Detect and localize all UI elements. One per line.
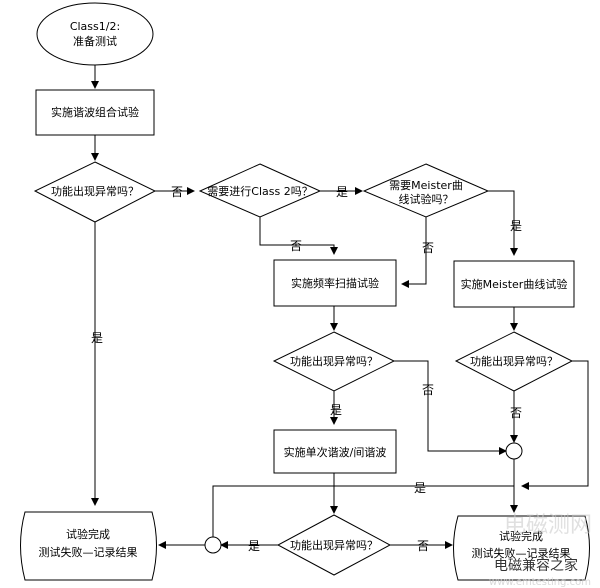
need-meister-decision: 需要Meister曲 线试验吗？ [362, 163, 490, 218]
single-harmonic-node: 实施单次谐波/间谐波 [273, 429, 397, 474]
abnormal-decision-2-label: 功能出现异常吗？ [290, 354, 378, 368]
start-node-line1: Class1/2: [70, 20, 120, 33]
end-node-right: 试验完成 测试失败—记录结果 [453, 515, 590, 581]
abnormal-decision-4-label: 功能出现异常吗？ [290, 538, 378, 552]
end-left-line1: 试验完成 [66, 527, 110, 541]
label-abnormal3-yes: 是 [414, 481, 426, 495]
label-class2-yes: 是 [336, 185, 348, 199]
edge-meister-no [401, 217, 427, 288]
end-node-left: 试验完成 测试失败—记录结果 [20, 511, 157, 581]
watermark-source: 电磁兼容之家 [494, 557, 578, 574]
freq-sweep-node: 实施频率扫描试验 [273, 259, 397, 307]
label-meister-no: 否 [422, 241, 434, 255]
label-abnormal1-yes: 是 [91, 331, 103, 345]
meister-test-label: 实施Meister曲线试验 [461, 277, 568, 291]
abnormal-decision-3-label: 功能出现异常吗？ [470, 354, 558, 368]
harmonic-test-label: 实施谐波组合试验 [51, 105, 139, 119]
single-harmonic-label: 实施单次谐波/间谐波 [284, 445, 387, 459]
label-abnormal3-no: 否 [510, 406, 522, 420]
label-abnormal4-no: 否 [417, 539, 429, 553]
need-class2-label: 需要进行Class 2吗？ [207, 185, 312, 198]
edge-return-line [212, 485, 514, 537]
need-meister-line1: 需要Meister曲 [389, 179, 463, 192]
edge-abnormal2-no [394, 360, 507, 455]
abnormal-decision-2: 功能出现异常吗？ [272, 331, 396, 392]
label-abnormal4-yes: 是 [248, 539, 260, 553]
start-node: Class1/2: 准备测试 [36, 2, 154, 66]
edge-meister-yes [488, 190, 518, 256]
watermark: 电磁测网 www.emtesting.com 电磁兼容之家 [489, 513, 592, 588]
abnormal-decision-4: 功能出现异常吗？ [276, 514, 392, 576]
nodes: Class1/2: 准备测试 实施谐波组合试验 功能出现异常吗？ 需要进行Cla… [20, 2, 590, 581]
need-meister-line2: 线试验吗？ [399, 192, 454, 206]
abnormal-decision-1: 功能出现异常吗？ [33, 161, 157, 223]
abnormal-decision-1-label: 功能出现异常吗？ [51, 184, 139, 198]
edge-abnormal3-yes [521, 360, 589, 490]
need-class2-decision: 需要进行Class 2吗？ [198, 163, 322, 218]
meister-test-node: 实施Meister曲线试验 [453, 260, 575, 308]
end-right-line1: 试验完成 [499, 529, 543, 543]
label-abnormal1-no: 否 [171, 185, 183, 199]
label-class2-no: 否 [290, 239, 302, 253]
freq-sweep-label: 实施频率扫描试验 [291, 276, 379, 290]
junction-left [204, 536, 222, 554]
start-node-line2: 准备测试 [73, 34, 117, 48]
watermark-url: www.emtesting.com [489, 577, 591, 588]
label-abnormal2-yes: 是 [330, 403, 342, 417]
edge-class2-no [259, 217, 338, 255]
end-left-line2: 测试失败—记录结果 [39, 545, 138, 559]
label-abnormal2-no: 否 [422, 383, 434, 397]
label-meister-yes: 是 [510, 219, 522, 233]
end-right-line2: 测试失败—记录结果 [472, 546, 571, 560]
watermark-site: 电磁测网 [504, 513, 592, 538]
abnormal-decision-3: 功能出现异常吗？ [454, 331, 574, 392]
edges [91, 65, 589, 549]
harmonic-test-node: 实施谐波组合试验 [35, 89, 155, 136]
edge-labels: 是 否 是 否 是 否 是 否 否 是 是 否 [91, 185, 522, 553]
junction-right [505, 442, 523, 460]
